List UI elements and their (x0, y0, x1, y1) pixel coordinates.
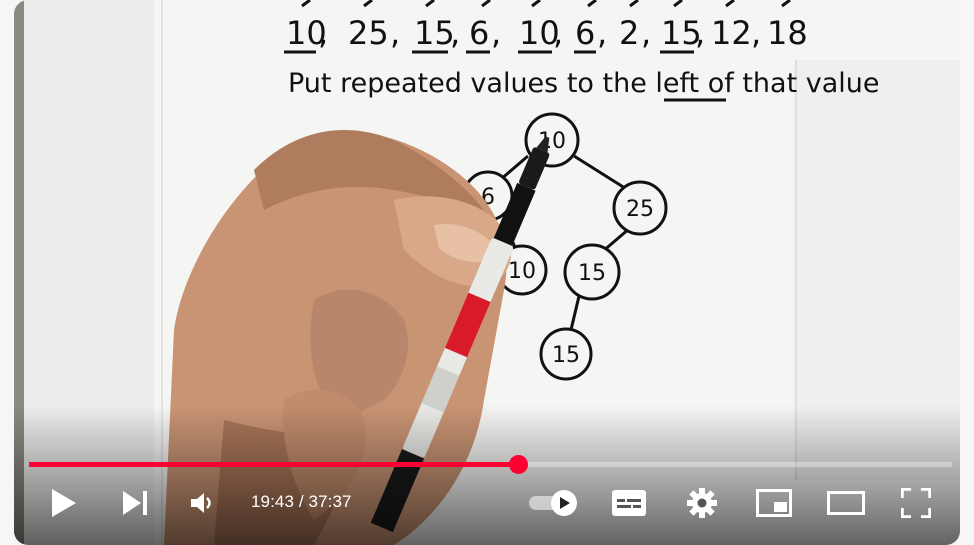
progress-bar[interactable] (29, 455, 952, 474)
tree-node-label: 15 (552, 343, 580, 368)
seq-comma: , (450, 14, 460, 52)
subtitles-button[interactable] (608, 478, 650, 528)
seq-val: 15 (661, 14, 702, 52)
seq-val: 6 (575, 14, 595, 52)
seq-comma: , (390, 14, 400, 52)
next-icon (123, 491, 147, 515)
instruction-text: Put repeated values to the left of that … (288, 68, 880, 99)
autoplay-toggle-icon (529, 490, 577, 516)
seq-val: 15 (414, 14, 455, 52)
tree-node-label: 15 (578, 261, 606, 286)
sequence-line: 10 , 25 , 15 , 6 , 10 , 6 , 2 , 15 , 12 … (286, 14, 808, 52)
progress-played (29, 462, 519, 467)
fullscreen-button[interactable] (896, 478, 936, 528)
volume-icon (191, 493, 211, 513)
autoplay-toggle[interactable] (526, 478, 580, 528)
seq-comma: , (318, 14, 328, 52)
seq-comma: , (641, 14, 651, 52)
theater-mode-icon (827, 491, 865, 515)
seq-val: 2 (619, 14, 639, 52)
current-time: 19:43 (251, 492, 295, 511)
tree-node-label: 10 (508, 259, 536, 284)
player-controls: 19:43 / 37:37 (14, 478, 960, 528)
subtitles-icon (612, 490, 646, 516)
play-icon (52, 489, 76, 517)
volume-button[interactable] (186, 478, 220, 528)
seq-val: 25 (348, 14, 389, 52)
miniplayer-icon (756, 489, 792, 517)
tree-node (563, 243, 621, 301)
seq-val: 10 (519, 14, 560, 52)
controls-gradient (14, 405, 960, 545)
theater-mode-button[interactable] (824, 478, 868, 528)
seq-val: 18 (767, 14, 808, 52)
duration: 37:37 (308, 492, 352, 511)
seq-comma: , (553, 14, 563, 52)
seq-comma: , (751, 14, 761, 52)
seq-comma: , (597, 14, 607, 52)
tree-node (612, 180, 668, 236)
seq-val: 12 (711, 14, 752, 52)
seq-val: 6 (469, 14, 489, 52)
sequence-underlines (284, 0, 791, 54)
progress-scrubber[interactable] (509, 455, 529, 474)
seq-comma: , (695, 14, 705, 52)
tree-node-label: 25 (626, 197, 654, 222)
seq-val: 10 (286, 14, 327, 52)
gear-icon (687, 488, 717, 518)
fullscreen-icon (901, 488, 931, 518)
miniplayer-button[interactable] (752, 478, 796, 528)
settings-button[interactable] (682, 478, 722, 528)
video-frame[interactable]: 10 , 25 , 15 , 6 , 10 , 6 , 2 , 15 , 12 … (14, 0, 960, 545)
time-display: 19:43 / 37:37 (251, 492, 352, 512)
play-button[interactable] (44, 478, 82, 528)
next-button[interactable] (116, 478, 154, 528)
seq-comma: , (491, 14, 501, 52)
tree-node (539, 327, 593, 381)
time-separator: / (294, 492, 309, 511)
